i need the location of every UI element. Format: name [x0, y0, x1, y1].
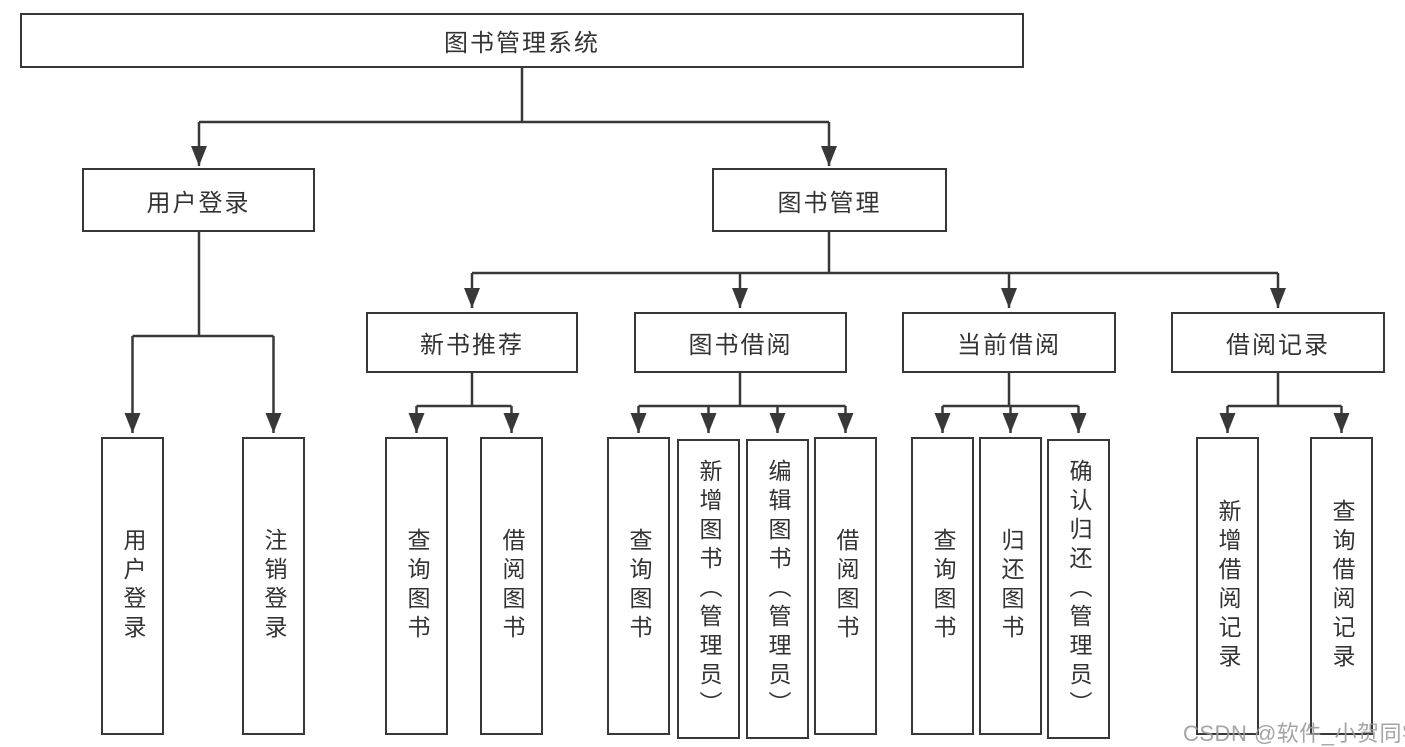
leaf-edit-books-admin: 编辑图书（管理员） — [746, 439, 809, 739]
leaf-query-books-borrowing: 查询图书 — [607, 437, 670, 735]
leaf-return-books: 归还图书 — [979, 437, 1042, 735]
node-label: 图书管理系统 — [444, 30, 600, 57]
node-new-book-recommend: 新书推荐 — [366, 312, 578, 373]
node-label: 确认归还（管理员） — [1066, 458, 1092, 720]
node-label: 编辑图书（管理员） — [765, 458, 791, 720]
node-label: 借阅图书 — [499, 528, 525, 644]
node-root-system: 图书管理系统 — [20, 13, 1024, 68]
connector-book-borrowing — [638, 373, 846, 408]
node-label: 查询图书 — [626, 528, 652, 644]
node-label: 注销登录 — [261, 528, 287, 644]
node-current-borrowing: 当前借阅 — [902, 312, 1116, 373]
node-label: 查询借阅记录 — [1329, 499, 1355, 673]
node-borrowing-records: 借阅记录 — [1171, 312, 1385, 373]
leaf-borrow-books-borrowing: 借阅图书 — [814, 437, 877, 735]
node-label: 查询图书 — [404, 528, 430, 644]
csdn-watermark: CSDN @软件_小贺同学 — [1183, 721, 1405, 746]
leaf-borrow-books-recommend: 借阅图书 — [480, 437, 543, 735]
leaf-query-borrow-record: 查询借阅记录 — [1310, 437, 1373, 735]
node-label: 查询图书 — [930, 528, 956, 644]
connector-current-borrowing — [942, 373, 1079, 408]
connector-root — [199, 68, 829, 124]
leaf-add-books-admin: 新增图书（管理员） — [677, 439, 740, 739]
node-label: 图书借阅 — [688, 332, 793, 359]
connector-borrowing-records — [1227, 373, 1342, 408]
leaf-confirm-return-admin: 确认归还（管理员） — [1047, 439, 1110, 739]
leaf-query-books-recommend: 查询图书 — [385, 437, 448, 735]
leaf-query-books-current: 查询图书 — [911, 437, 974, 735]
leaf-user-login: 用户登录 — [101, 437, 164, 735]
connector-user-login — [132, 232, 274, 338]
node-book-borrowing: 图书借阅 — [634, 312, 847, 373]
node-label: 图书管理 — [777, 189, 882, 217]
node-label: 借阅记录 — [1226, 332, 1330, 359]
node-label: 新书推荐 — [420, 332, 524, 359]
node-label: 借阅图书 — [833, 528, 859, 644]
leaf-logout: 注销登录 — [242, 437, 305, 735]
connector-new-book-recommend — [416, 373, 512, 408]
node-label: 归还图书 — [998, 528, 1024, 644]
node-label: 用户登录 — [120, 528, 146, 644]
connector-book-management — [472, 232, 1278, 275]
leaf-add-borrow-record: 新增借阅记录 — [1196, 437, 1259, 735]
node-user-login: 用户登录 — [82, 168, 315, 232]
node-label: 新增借阅记录 — [1215, 499, 1241, 673]
node-label: 当前借阅 — [957, 332, 1061, 359]
node-book-management: 图书管理 — [712, 168, 947, 232]
node-label: 用户登录 — [146, 189, 251, 217]
node-label: 新增图书（管理员） — [696, 458, 722, 720]
